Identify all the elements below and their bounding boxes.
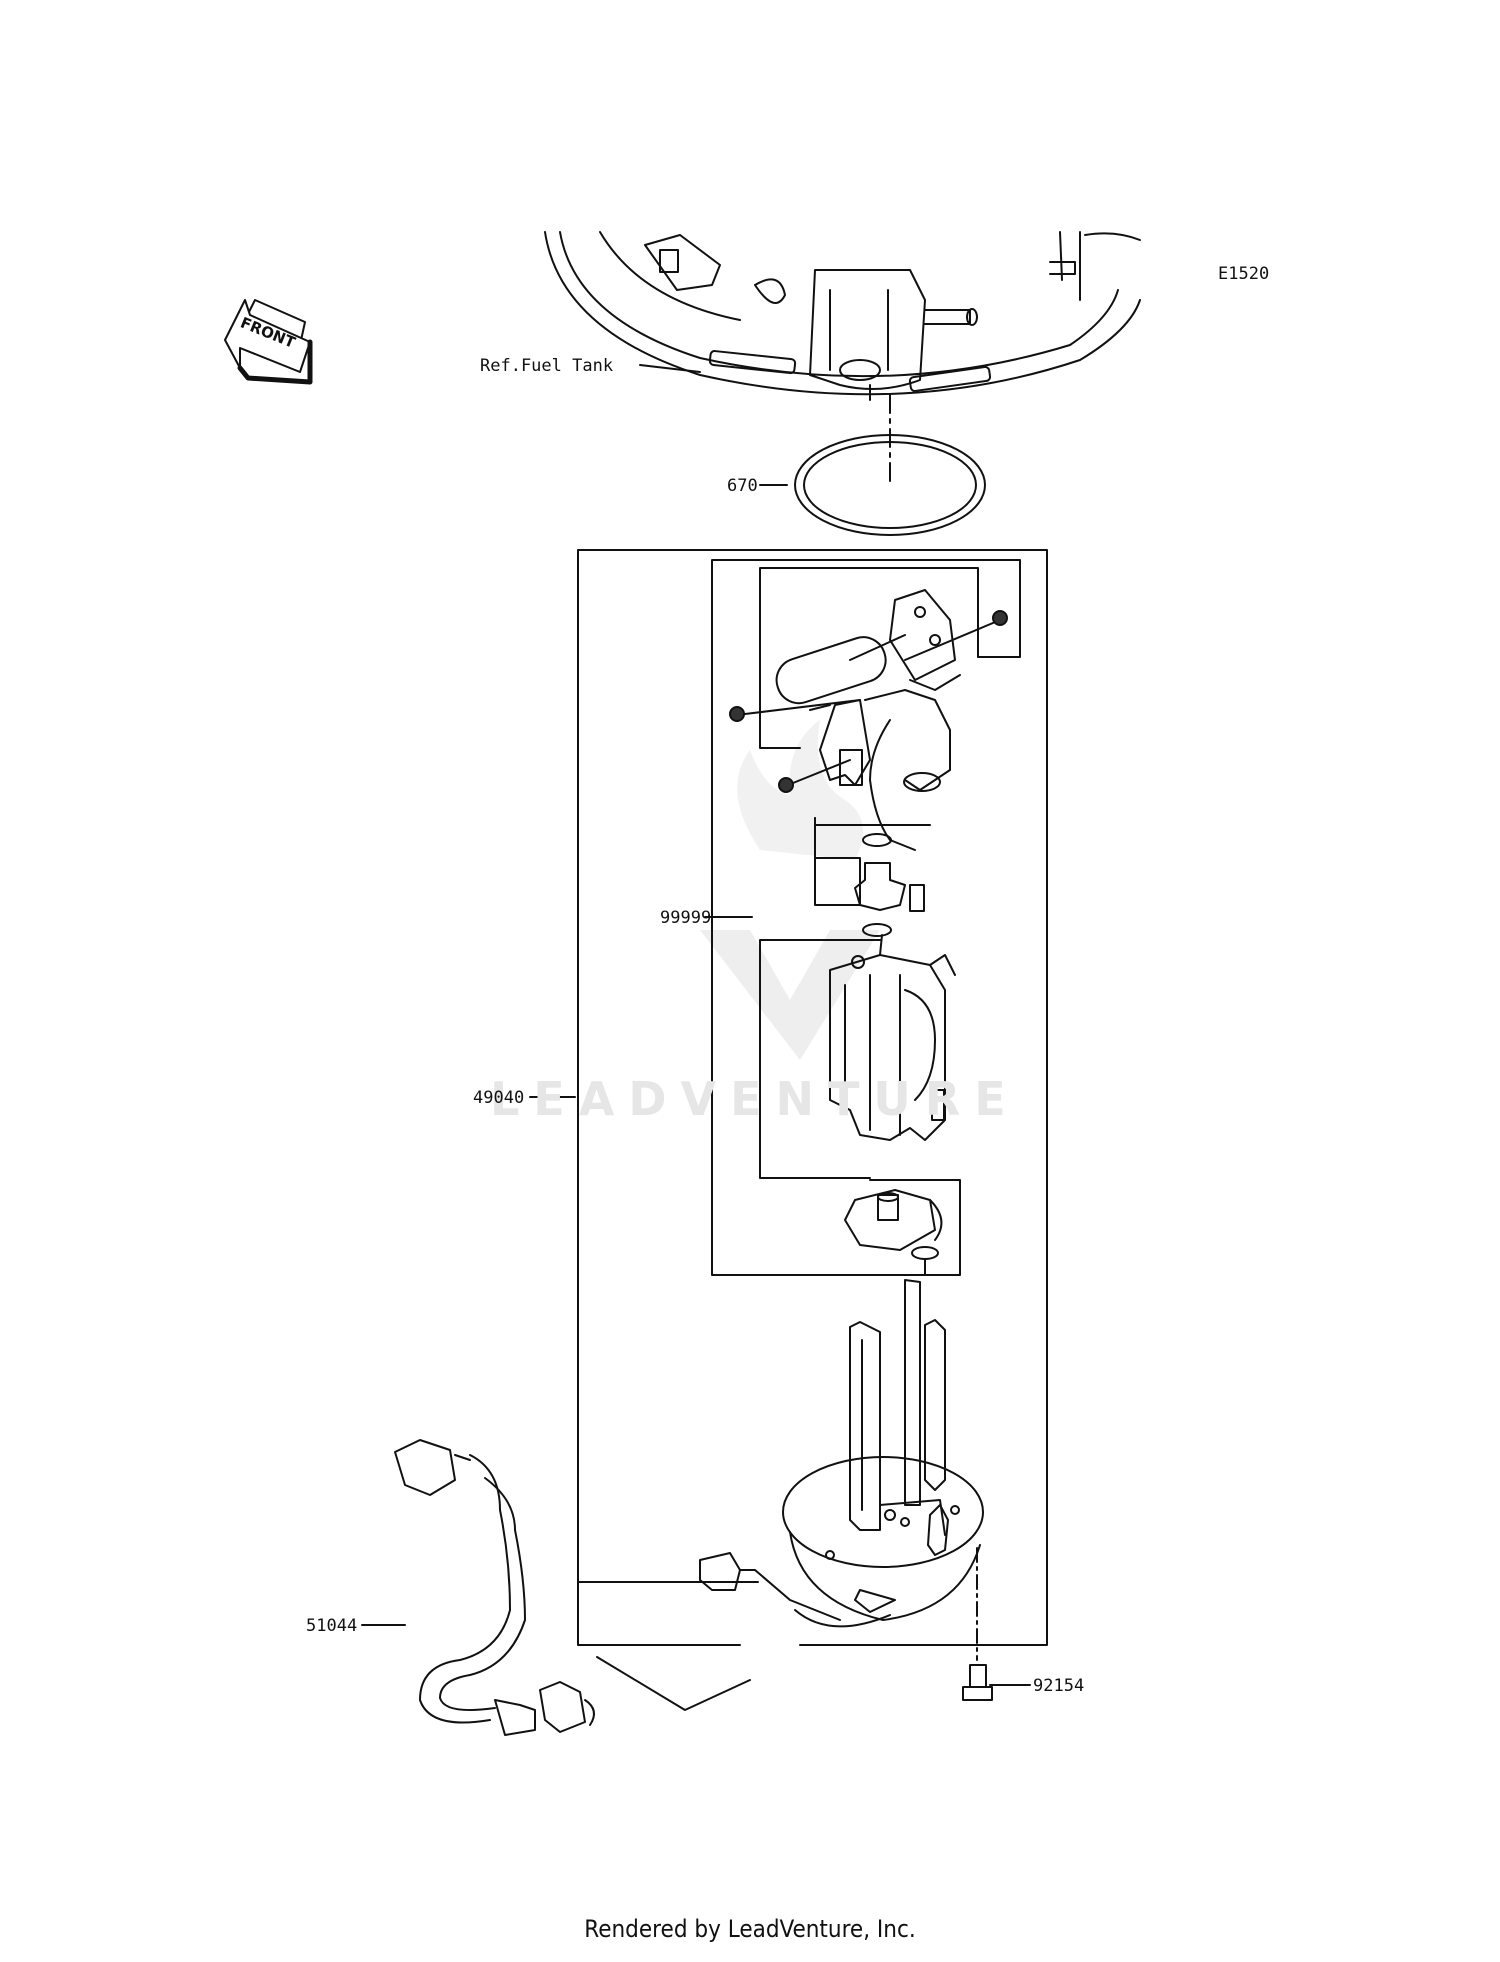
- diagram-code: E1520: [1218, 264, 1269, 284]
- fuel-pump-body: [829, 934, 956, 1141]
- ref-fuel-tank-label: Ref.Fuel Tank: [480, 356, 613, 376]
- callout-670: 670: [727, 476, 758, 496]
- o-ring-670: [794, 434, 986, 536]
- front-arrow-icon: [224, 299, 313, 385]
- fuel-level-sender: [729, 589, 1008, 912]
- footer-credit: Rendered by LeadVenture, Inc.: [584, 1915, 916, 1943]
- pump-flange: [699, 1279, 984, 1628]
- assembly-bracket-49040: [577, 549, 1048, 1646]
- callout-92154: 92154: [1033, 1676, 1084, 1696]
- callout-99999: 99999: [660, 908, 711, 928]
- fuel-tank-reference: [544, 231, 1141, 401]
- watermark: [700, 720, 880, 1060]
- bolt-92154: [962, 1547, 993, 1701]
- pump-filter: [844, 1189, 943, 1251]
- assembly-bracket-99999: [711, 559, 1021, 1276]
- harness-51044: [394, 1439, 595, 1736]
- watermark-text: LEADVENTURE: [490, 1072, 1020, 1126]
- callout-49040: 49040: [473, 1088, 524, 1108]
- pressure-regulator: [854, 833, 906, 937]
- callout-51044: 51044: [306, 1616, 357, 1636]
